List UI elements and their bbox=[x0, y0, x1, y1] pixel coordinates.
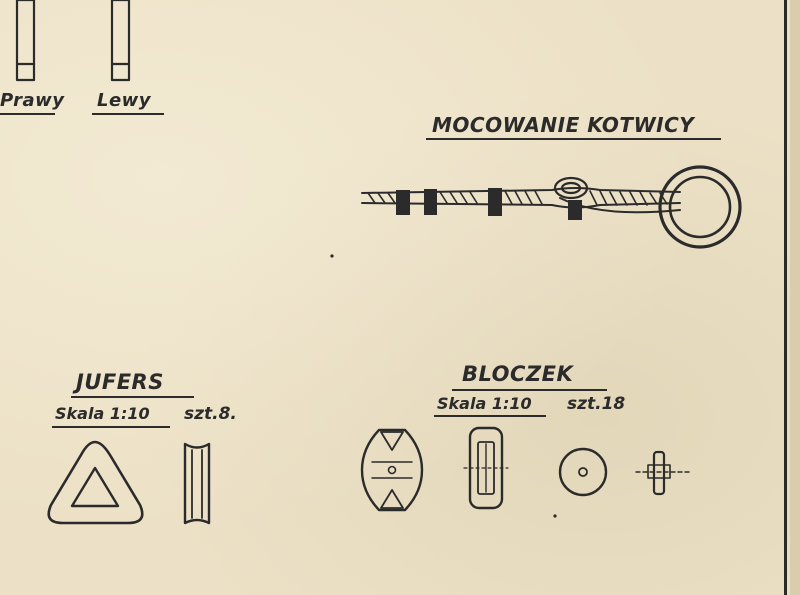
sheet-edge bbox=[790, 0, 800, 595]
underline-bloczek-scale bbox=[434, 415, 546, 417]
bloczek-scale: Skala 1:10 bbox=[437, 394, 532, 413]
part-prawy-drawing bbox=[15, 0, 36, 82]
rope-seizings bbox=[396, 188, 582, 220]
anchor-ring-drawing bbox=[658, 165, 742, 249]
label-lewy: Lewy bbox=[97, 90, 152, 111]
jufers-scale: Skala 1:10 bbox=[55, 404, 150, 423]
label-prawy: Prawy bbox=[0, 90, 65, 111]
title-jufers: JUFERS bbox=[76, 370, 164, 394]
sheave-side-view bbox=[635, 450, 693, 496]
underline-jufers bbox=[71, 396, 194, 398]
part-lewy-drawing bbox=[110, 0, 131, 82]
jufers-side-view bbox=[183, 442, 211, 525]
underline-bloczek bbox=[452, 389, 607, 391]
underline-lewy bbox=[92, 113, 164, 115]
title-mocowanie-kotwicy: MOCOWANIE KOTWICY bbox=[432, 113, 695, 137]
block-front-view bbox=[360, 428, 424, 512]
sheave-front-view bbox=[558, 447, 608, 497]
bloczek-count: szt.18 bbox=[567, 394, 626, 414]
jufers-front-view bbox=[47, 440, 144, 525]
title-bloczek: BLOCZEK bbox=[462, 362, 574, 386]
underline-prawy bbox=[0, 113, 55, 115]
underline-jufers-scale bbox=[52, 426, 170, 428]
jufers-count: szt.8. bbox=[184, 404, 237, 424]
underline-mocowanie bbox=[426, 138, 721, 140]
frame-border bbox=[784, 0, 787, 595]
block-side-view bbox=[463, 426, 509, 510]
